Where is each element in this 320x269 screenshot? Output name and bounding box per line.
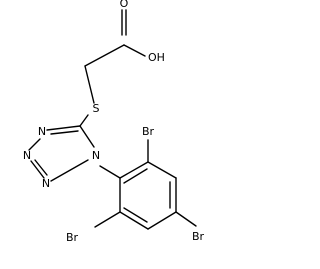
carboxylic-acid-group: [84, 9, 146, 104]
bond-c-ch2: [84, 44, 125, 67]
bond-c5-n4-inner: [50, 130, 79, 135]
atom-o-carbonyl: O: [120, 0, 129, 10]
bond-n2-n1: [50, 159, 89, 182]
bond-c-oh: [123, 44, 146, 57]
bond-c2-c3: [147, 161, 177, 179]
chemical-structure: O OH S N N N N Br Br Br: [23, 0, 205, 244]
atom-br-right: Br: [192, 230, 205, 243]
bond-ch2-s: [84, 65, 95, 104]
bond-n1-c5: [79, 125, 95, 148]
atom-n1: N: [92, 149, 100, 162]
atom-br-left: Br: [66, 231, 79, 244]
bond-c5-c6-inner: [123, 207, 148, 223]
bond-n3-n2: [30, 160, 45, 179]
atom-sulfur: S: [93, 102, 100, 115]
tetrazole-ring: [28, 114, 95, 182]
bond-n1-c1: [99, 165, 121, 179]
bond-n4-n3: [28, 138, 41, 151]
bond-c4-c5: [147, 211, 177, 230]
atom-n4: N: [38, 125, 46, 138]
bond-c4-br: [175, 211, 197, 227]
atom-oh: OH: [148, 51, 165, 64]
atom-n3: N: [23, 149, 31, 162]
atom-br-top: Br: [142, 125, 155, 138]
bond-c1-c2: [119, 161, 149, 179]
bond-c5-n4: [46, 125, 81, 131]
bond-n3-n2-inner: [34, 159, 48, 176]
bond-c5-c6: [119, 211, 149, 230]
bond-c6-br: [94, 211, 121, 228]
atom-n2: N: [42, 177, 50, 190]
bond-s-c5: [79, 114, 89, 127]
bond-c1-c2-inner: [123, 168, 148, 184]
tribromophenyl-ring: [94, 139, 197, 230]
